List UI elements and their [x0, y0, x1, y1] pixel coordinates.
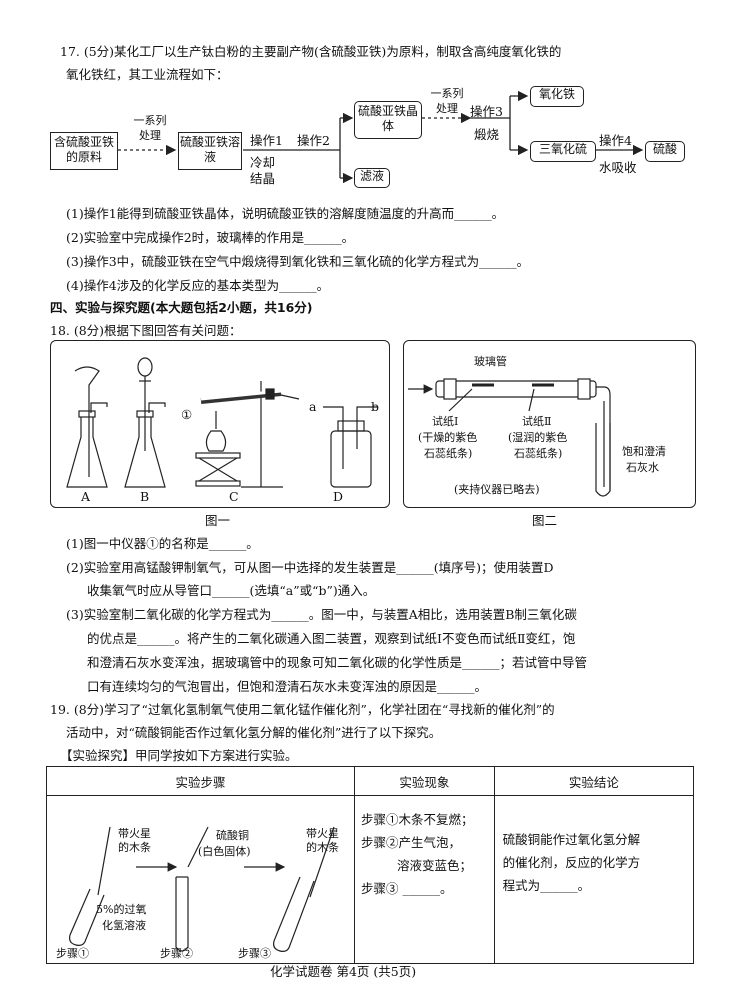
flow-process2: 一系列处理 — [430, 87, 464, 115]
fig1-label-c: C — [229, 489, 239, 504]
table-conclusion-cell: 硫酸铜能作过氧化氢分解 的催化剂，反应的化学方 程式为______。 — [493, 795, 695, 964]
conclusion-l1: 硫酸铜能作过氧化氢分解 — [502, 832, 641, 847]
step3-label: 步骤③ — [238, 947, 271, 960]
fig2-paper1: 试纸Ⅰ — [432, 415, 459, 428]
flow-diagram: 含硫酸亚铁的原料 一系列处理 硫酸亚铁溶液 操作1 冷却结晶 操作2 硫酸亚铁晶… — [0, 0, 739, 200]
fig2-paper2-desc2: 石蕊纸条) — [514, 447, 563, 460]
step1-splint-label: 带火星的木条 — [118, 827, 151, 854]
flow-op4: 操作4 — [599, 133, 632, 148]
q18-sub3-l1: (3)实验室制二氧化碳的化学方程式为______。图一中，与装置A相比，选用装置… — [66, 607, 577, 622]
q17-sub3: (3)操作3中，硫酸亚铁在空气中煅烧得到氧化铁和三氧化硫的化学方程式为_____… — [66, 254, 530, 269]
cuso4-label: 硫酸铜 — [216, 829, 249, 842]
fig2-limewater-1: 饱和澄清 — [622, 445, 666, 458]
flow-op4-note: 水吸收 — [599, 160, 637, 175]
figure-1-apparatus — [66, 357, 377, 488]
flow-solution-label: 硫酸亚铁溶液 — [179, 135, 240, 164]
fig1-label-d: D — [333, 489, 344, 504]
fig1-port-b: b — [371, 399, 380, 414]
flow-arrows — [118, 90, 644, 184]
fig2-paper2-desc1: (湿润的紫色 — [508, 431, 568, 444]
figure-1: A B C D ① a b — [50, 340, 390, 508]
step3-splint-label: 带火星的木条 — [306, 827, 339, 854]
obs-step2b: 溶液变蓝色； — [397, 858, 473, 873]
q17-stem-line2: 氧化铁红，其工业流程如下： — [66, 67, 229, 82]
cuso4-note: (白色固体) — [198, 845, 251, 858]
fig2-paper1-desc1: (干燥的紫色 — [418, 431, 478, 444]
experiment-table: 实验步骤 实验现象 实验结论 — [46, 766, 695, 964]
flow-op1-note: 冷却结晶 — [250, 155, 276, 186]
fig1-marker-1: ① — [181, 407, 193, 422]
conclusion-l3: 程式为______。 — [502, 878, 591, 893]
flow-raw-label: 含硫酸亚铁的原料 — [53, 135, 114, 164]
fig1-port-a: a — [309, 399, 317, 414]
fig1-label-b: B — [140, 489, 150, 504]
q18-sub2-l1: (2)实验室用高锰酸钾制氧气，可从图一中选择的发生装置是______(填序号)；… — [66, 560, 554, 575]
flow-crystal-label: 硫酸亚铁晶体 — [357, 104, 418, 133]
figure-2-apparatus — [408, 378, 611, 497]
fig2-paper1-desc2: 石蕊纸条) — [424, 447, 473, 460]
q19-explore: 【实验探究】甲同学按如下方案进行实验。 — [60, 748, 298, 763]
flow-process1: 一系列处理 — [133, 114, 167, 142]
flow-iron-oxide-label: 氧化铁 — [538, 87, 575, 101]
flow-so3: 三氧化硫 — [530, 141, 596, 162]
fig2-paper2: 试纸Ⅱ — [522, 415, 552, 428]
q18-sub2-l2: 收集氧气时应从导管口______(选填“a”或“b”)通入。 — [87, 583, 376, 598]
flow-iron-oxide: 氧化铁 — [530, 86, 584, 107]
q18-stem: 18. (8分)根据下图回答有关问题： — [50, 323, 242, 338]
flow-op1: 操作1 — [250, 133, 283, 148]
flow-acid: 硫酸 — [645, 141, 685, 162]
flow-so3-label: 三氧化硫 — [538, 142, 587, 156]
q18-sub3-l2: 的优点是______。将产生的二氧化碳通入图二装置，观察到试纸Ⅰ不变色而试纸Ⅱ变… — [87, 631, 576, 646]
table-observations-cell: 步骤①木条不复燃； 步骤②产生气泡， 溶液变蓝色； 步骤③ ______。 — [354, 795, 495, 964]
flow-op3: 操作3 — [470, 104, 503, 119]
q19-stem-l1: 19. (8分)学习了“过氧化氢制氧气使用二氧化锰作催化剂”，化学社团在“寻找新… — [50, 702, 555, 717]
flow-filtrate: 滤液 — [354, 168, 390, 188]
q19-stem-l2: 活动中，对“硫酸铜能否作过氧化氢分解的催化剂”进行了以下探究。 — [66, 725, 442, 740]
q17-stem-line1: 17. (5分)某化工厂以生产钛白粉的主要副产物(含硫酸亚铁)为原料，制取含高纯… — [60, 44, 562, 59]
fig1-label-a: A — [81, 489, 91, 504]
table-header-conclusion: 实验结论 — [493, 766, 695, 796]
flow-op3-note: 煅烧 — [474, 127, 500, 142]
obs-step1: 步骤①木条不复燃； — [361, 812, 474, 827]
q17-sub2: (2)实验室中完成操作2时，玻璃棒的作用是______。 — [66, 230, 355, 245]
fig2-note: (夹持仪器已略去) — [454, 483, 540, 496]
q17-sub1: (1)操作1能得到硫酸亚铁晶体，说明硫酸亚铁的溶解度随温度的升高而______。 — [66, 206, 505, 221]
flow-filtrate-label: 滤液 — [359, 169, 384, 183]
q17-sub4: (4)操作4涉及的化学反应的基本类型为______。 — [66, 278, 330, 293]
table-header-steps: 实验步骤 — [46, 766, 355, 796]
section4-heading: 四、实验与探究题(本大题包括2小题，共16分) — [50, 300, 313, 315]
step2-label: 步骤② — [160, 947, 193, 960]
h2o2-label-2: 化氢溶液 — [102, 919, 146, 932]
obs-step3: 步骤③ ______。 — [361, 881, 453, 896]
table-steps-cell: 带火星的木条 硫酸铜 (白色固体) 带火星的木条 5%的过氧 化氢溶液 步骤① … — [46, 795, 355, 964]
obs-step2: 步骤②产生气泡， — [361, 835, 462, 850]
fig2-caption: 图二 — [532, 513, 558, 528]
step-apparatus — [69, 826, 335, 952]
conclusion-l2: 的催化剂，反应的化学方 — [502, 855, 641, 870]
page-footer: 化学试题卷 第4页 (共5页) — [270, 964, 417, 979]
q18-sub3-l4: 口有连续均匀的气泡冒出，但饱和澄清石灰水未变浑浊的原因是______。 — [87, 679, 488, 694]
h2o2-label-1: 5%的过氧 — [96, 903, 147, 916]
step1-label: 步骤① — [56, 947, 89, 960]
fig2-tube-label: 玻璃管 — [474, 355, 507, 368]
table-header-observations: 实验现象 — [354, 766, 495, 796]
fig1-caption: 图一 — [205, 513, 231, 528]
flow-raw-material: 含硫酸亚铁的原料 — [50, 132, 118, 170]
fig2-limewater-2: 石灰水 — [626, 461, 659, 474]
flow-op2: 操作2 — [297, 133, 330, 148]
figure-2: 玻璃管 试纸Ⅰ (干燥的紫色 石蕊纸条) 试纸Ⅱ (湿润的紫色 石蕊纸条) 饱和… — [403, 340, 696, 508]
flow-acid-label: 硫酸 — [652, 142, 677, 156]
flow-solution: 硫酸亚铁溶液 — [178, 132, 242, 170]
flow-crystal: 硫酸亚铁晶体 — [354, 101, 422, 139]
q18-sub1: (1)图一中仪器①的名称是______。 — [66, 536, 259, 551]
q18-sub3-l3: 和澄清石灰水变浑浊，据玻璃管中的现象可知二氧化碳的化学性质是______；若试管… — [87, 655, 588, 670]
